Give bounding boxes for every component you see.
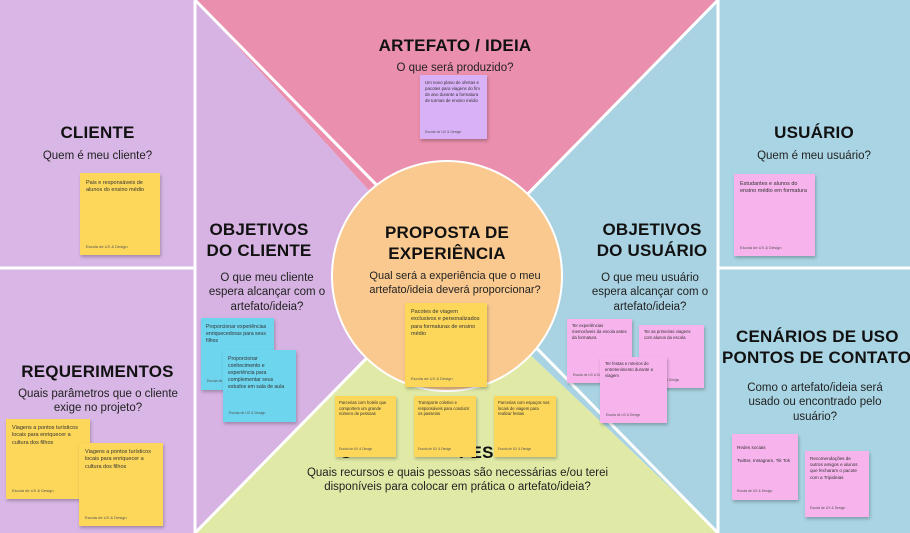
sticky-signature: Escola de UX & Design: [229, 411, 266, 416]
cenarios-title-line1: CENÁRIOS DE USO: [736, 327, 899, 346]
objetivos-cliente-title: OBJETIVOS DO CLIENTE: [195, 219, 323, 262]
sticky-signature: Escola de UX & Design: [411, 375, 453, 381]
objetivos-cliente-title-line1: OBJETIVOS: [209, 220, 309, 239]
sticky-note[interactable]: Transporte coletivo e responsáveis para …: [414, 396, 476, 457]
sticky-text: Estudantes e alunos do ensino médio em f…: [740, 181, 807, 195]
sticky-signature: Escola de UX & Design: [573, 372, 608, 377]
objetivos-usuario-title-line1: OBJETIVOS: [602, 220, 702, 239]
sticky-note[interactable]: Proporcionar conhecimento e experiência …: [223, 350, 296, 422]
sticky-text: Ter as primeiras viagens com alunos da e…: [644, 329, 691, 340]
sticky-text: Parcerias com hotéis que comportem um gr…: [339, 400, 387, 417]
sticky-text: Ter festas e roteiros de entretenimento …: [605, 361, 654, 378]
sticky-note[interactable]: Viagens a pontos turísticos locais para …: [79, 443, 163, 526]
sticky-text: Viagens a pontos turísticos locais para …: [85, 449, 151, 470]
artefato-title: ARTEFATO / IDEIA: [378, 36, 532, 55]
cenarios-title-line2: PONTOS DE CONTATO: [722, 348, 910, 368]
cenarios-title: CENÁRIOS DE USO PONTOS DE CONTATO: [722, 326, 910, 369]
sticky-signature: Escola de UX & Design: [606, 412, 641, 417]
sticky-text: Transporte coletivo e responsáveis para …: [418, 400, 470, 417]
sticky-signature: Escola de UX & Design: [418, 446, 452, 451]
requerimentos-subtitle: Quais parâmetros que o cliente exige no …: [18, 388, 178, 415]
usuario-title: USUÁRIO: [774, 123, 854, 142]
sticky-text: Viagens a pontos turísticos locais para …: [12, 425, 78, 446]
proposta-title-line1: PROPOSTA DE: [384, 223, 510, 242]
artefato-subtitle: O que será produzido?: [396, 62, 514, 74]
sticky-signature: Escola de UX & Design: [86, 243, 128, 249]
sticky-signature: Escola de UX & Design: [12, 487, 54, 493]
sticky-signature: Escola de UX & Design: [425, 130, 462, 135]
sticky-signature: Escola de UX & Design: [498, 446, 532, 451]
sticky-text: Pacotes de viagem exclusivos e personali…: [411, 309, 480, 338]
cliente-title: CLIENTE: [60, 123, 135, 142]
sticky-note[interactable]: Redes sociais Twitter, Instagram, Tik To…: [732, 434, 798, 500]
sticky-text: Recomendações de outros amigos e alunos …: [810, 456, 858, 480]
requerimentos-title: REQUERIMENTOS: [21, 362, 174, 381]
sticky-signature: Escola de UX & Design: [85, 514, 127, 520]
objetivos-usuario-subtitle: O que meu usuário espera alcançar com o …: [591, 272, 709, 313]
sticky-note[interactable]: Estudantes e alunos do ensino médio em f…: [734, 174, 815, 256]
sticky-note[interactable]: Pais e responsáveis de alunos do ensino …: [80, 173, 160, 255]
sticky-note[interactable]: Parcerias com espaços nos locais de viag…: [494, 396, 556, 457]
recursos-subtitle: Quais recursos e quais pessoas são neces…: [306, 467, 609, 494]
objetivos-usuario-title-line2: DO USUÁRIO: [596, 241, 708, 261]
sticky-text: Pais e responsáveis de alunos do ensino …: [86, 180, 145, 194]
cenarios-subtitle: Como o artefato/ideia será usado ou enco…: [747, 382, 883, 423]
sticky-text: Parcerias com espaços nos locais de viag…: [498, 400, 550, 417]
sticky-note[interactable]: Viagens a pontos turísticos locais para …: [6, 419, 90, 499]
sticky-note[interactable]: Parcerias com hotéis que comportem um gr…: [335, 396, 396, 457]
proposta-subtitle: Qual será a experiência que o meu artefa…: [369, 270, 541, 296]
sticky-text: Redes sociais Twitter, Instagram, Tik To…: [737, 445, 791, 463]
sticky-note[interactable]: Um novo plano de ofertas e pacotes para …: [420, 75, 487, 139]
sticky-signature: Escola de UX & Design: [810, 506, 846, 511]
proposta-title-line2: EXPERIÊNCIA: [388, 244, 506, 264]
sticky-signature: Escola de UX & Design: [740, 244, 782, 250]
sticky-text: Ter experiências memoráveis da escola an…: [572, 323, 627, 340]
sticky-note[interactable]: Ter festas e roteiros de entretenimento …: [600, 357, 667, 423]
usuario-subtitle: Quem é meu usuário?: [757, 150, 871, 162]
objetivos-cliente-subtitle: O que meu cliente espera alcançar com o …: [208, 272, 326, 313]
sticky-text: Proporcionar experiências enriquecedoras…: [206, 324, 267, 345]
sticky-signature: Escola de UX & Design: [737, 489, 773, 494]
sticky-text: Um novo plano de ofertas e pacotes para …: [425, 80, 480, 103]
objetivos-cliente-title-line2: DO CLIENTE: [206, 241, 312, 261]
sticky-note[interactable]: Pacotes de viagem exclusivos e personali…: [405, 303, 487, 387]
objetivos-usuario-title: OBJETIVOS DO USUÁRIO: [585, 219, 719, 262]
sticky-signature: Escola de UX & Design: [339, 446, 373, 451]
proposta-title: PROPOSTA DE EXPERIÊNCIA: [355, 222, 539, 265]
sticky-text: Proporcionar conhecimento e experiência …: [228, 356, 285, 391]
sticky-note[interactable]: Recomendações de outros amigos e alunos …: [805, 451, 869, 517]
cliente-subtitle: Quem é meu cliente?: [42, 150, 153, 162]
